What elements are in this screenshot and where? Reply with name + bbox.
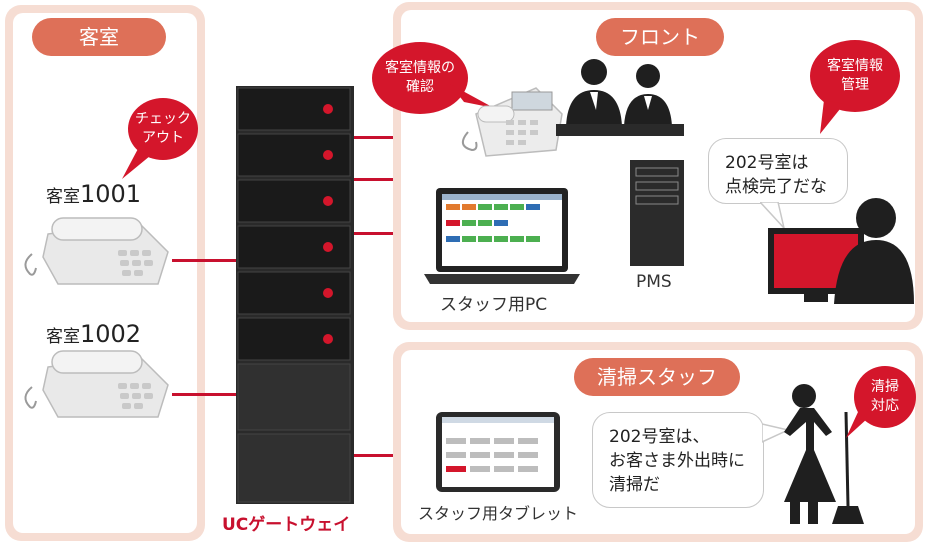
front-staff-icon bbox=[556, 59, 684, 136]
room-info-management-badge: 客室情報 管理 bbox=[810, 40, 900, 112]
front-staff-speech: 202号室は 点検完了だな bbox=[708, 138, 848, 204]
desk-phone-icon bbox=[461, 87, 563, 157]
connector-line bbox=[172, 259, 240, 262]
gateway-rack-icon bbox=[236, 86, 354, 504]
speech-tail bbox=[762, 423, 791, 443]
cleaning-staff-icon bbox=[784, 384, 864, 524]
guest-room-title: 客室 bbox=[32, 18, 166, 56]
front-title: フロント bbox=[596, 18, 724, 56]
confirm-badge-tail bbox=[450, 84, 494, 108]
staff-tablet-icon bbox=[436, 412, 560, 492]
front-manager-icon bbox=[768, 198, 914, 304]
cleaning-title: 清掃スタッフ bbox=[574, 358, 740, 396]
pms-server-icon bbox=[630, 160, 684, 266]
confirm-room-info-badge: 客室情報の 確認 bbox=[372, 42, 468, 114]
cleaning-badge-tail bbox=[846, 412, 868, 438]
staff-pc-icon bbox=[424, 188, 580, 284]
management-badge-tail bbox=[820, 100, 844, 134]
room-phone-icon bbox=[24, 350, 169, 418]
pms-label: PMS bbox=[636, 272, 672, 292]
speech-tail bbox=[760, 202, 786, 231]
connector-line bbox=[172, 393, 240, 396]
room-1002-label: 客室1002 bbox=[46, 320, 142, 348]
room-1001-label: 客室1001 bbox=[46, 180, 142, 208]
cleaning-staff-speech: 202号室は、 お客さま外出時に 清掃だ bbox=[592, 412, 764, 508]
gateway-label: UCゲートウェイ bbox=[222, 515, 351, 535]
staff-pc-label: スタッフ用PC bbox=[440, 295, 548, 315]
staff-tablet-label: スタッフ用タブレット bbox=[418, 504, 579, 523]
checkout-badge-tail bbox=[122, 145, 156, 179]
room-phone-icon bbox=[24, 217, 169, 285]
